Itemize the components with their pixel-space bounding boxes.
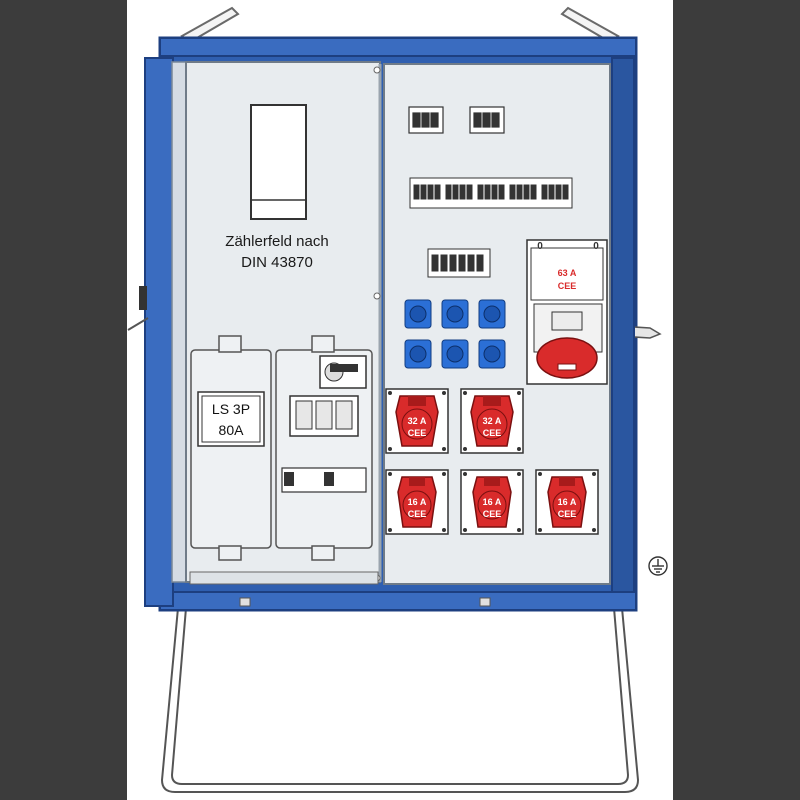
- cee-socket-16a[interactable]: 16 A CEE: [460, 469, 524, 535]
- schuko-socket[interactable]: [441, 339, 469, 369]
- schuko-socket[interactable]: [441, 299, 469, 329]
- ls-breaker-module: LS 3P 80A: [190, 335, 272, 561]
- latch-left: [127, 317, 149, 331]
- cee-63-type: CEE: [558, 281, 577, 291]
- cee-16-type-2: CEE: [483, 509, 502, 519]
- breaker-rail-row: [409, 177, 573, 209]
- meter-field-label-2: DIN 43870: [241, 254, 313, 271]
- schuko-socket[interactable]: [478, 339, 506, 369]
- main-switch-module: [275, 335, 373, 561]
- schuko-socket[interactable]: [478, 299, 506, 329]
- meter-window: [250, 104, 307, 220]
- cee-16-type-1: CEE: [408, 509, 427, 519]
- breaker-group-1: [408, 106, 444, 134]
- hinge-left: [139, 286, 147, 310]
- base-foot: [239, 597, 251, 607]
- door-edge-right: [611, 57, 635, 593]
- cee-16-type-3: CEE: [558, 509, 577, 519]
- breaker-group-rcd: [427, 248, 491, 278]
- breaker-group-2: [469, 106, 505, 134]
- screw: [373, 292, 381, 300]
- switch-mark-right: 0: [593, 241, 599, 252]
- cabinet-stand: [160, 607, 640, 793]
- cee-63-rating: 63 A: [558, 268, 577, 278]
- meter-field-label-1: Zählerfeld nach: [225, 233, 328, 250]
- schuko-socket[interactable]: [404, 339, 432, 369]
- switch-mark-left: 0: [537, 241, 543, 252]
- cee-32-type-2: CEE: [483, 428, 502, 438]
- cee-32-rating-1: 32 A: [408, 416, 427, 426]
- cee-32-type-1: CEE: [408, 428, 427, 438]
- schuko-socket[interactable]: [404, 299, 432, 329]
- door-edge-left: [144, 57, 174, 607]
- ground-icon: [648, 556, 668, 576]
- cee-socket-63a[interactable]: 0 0 63 A CEE: [526, 239, 608, 385]
- cee-16-rating-1: 16 A: [408, 497, 427, 507]
- cee-socket-16a[interactable]: 16 A CEE: [535, 469, 599, 535]
- cabinet-roof: [159, 37, 637, 57]
- base-foot: [479, 597, 491, 607]
- cee-16-rating-3: 16 A: [558, 497, 577, 507]
- schuko-sockets: [404, 299, 506, 369]
- cee-socket-32a[interactable]: 32 A CEE: [385, 388, 449, 454]
- cee-16-rating-2: 16 A: [483, 497, 502, 507]
- ls-label-1: LS 3P: [212, 401, 250, 417]
- cee-32-rating-2: 32 A: [483, 416, 502, 426]
- ls-label-2: 80A: [219, 422, 245, 438]
- cee-socket-32a[interactable]: 32 A CEE: [460, 388, 524, 454]
- cee-socket-16a[interactable]: 16 A CEE: [385, 469, 449, 535]
- base-rail-left: [189, 571, 379, 585]
- screw: [373, 66, 381, 74]
- cabinet-base: [159, 591, 637, 611]
